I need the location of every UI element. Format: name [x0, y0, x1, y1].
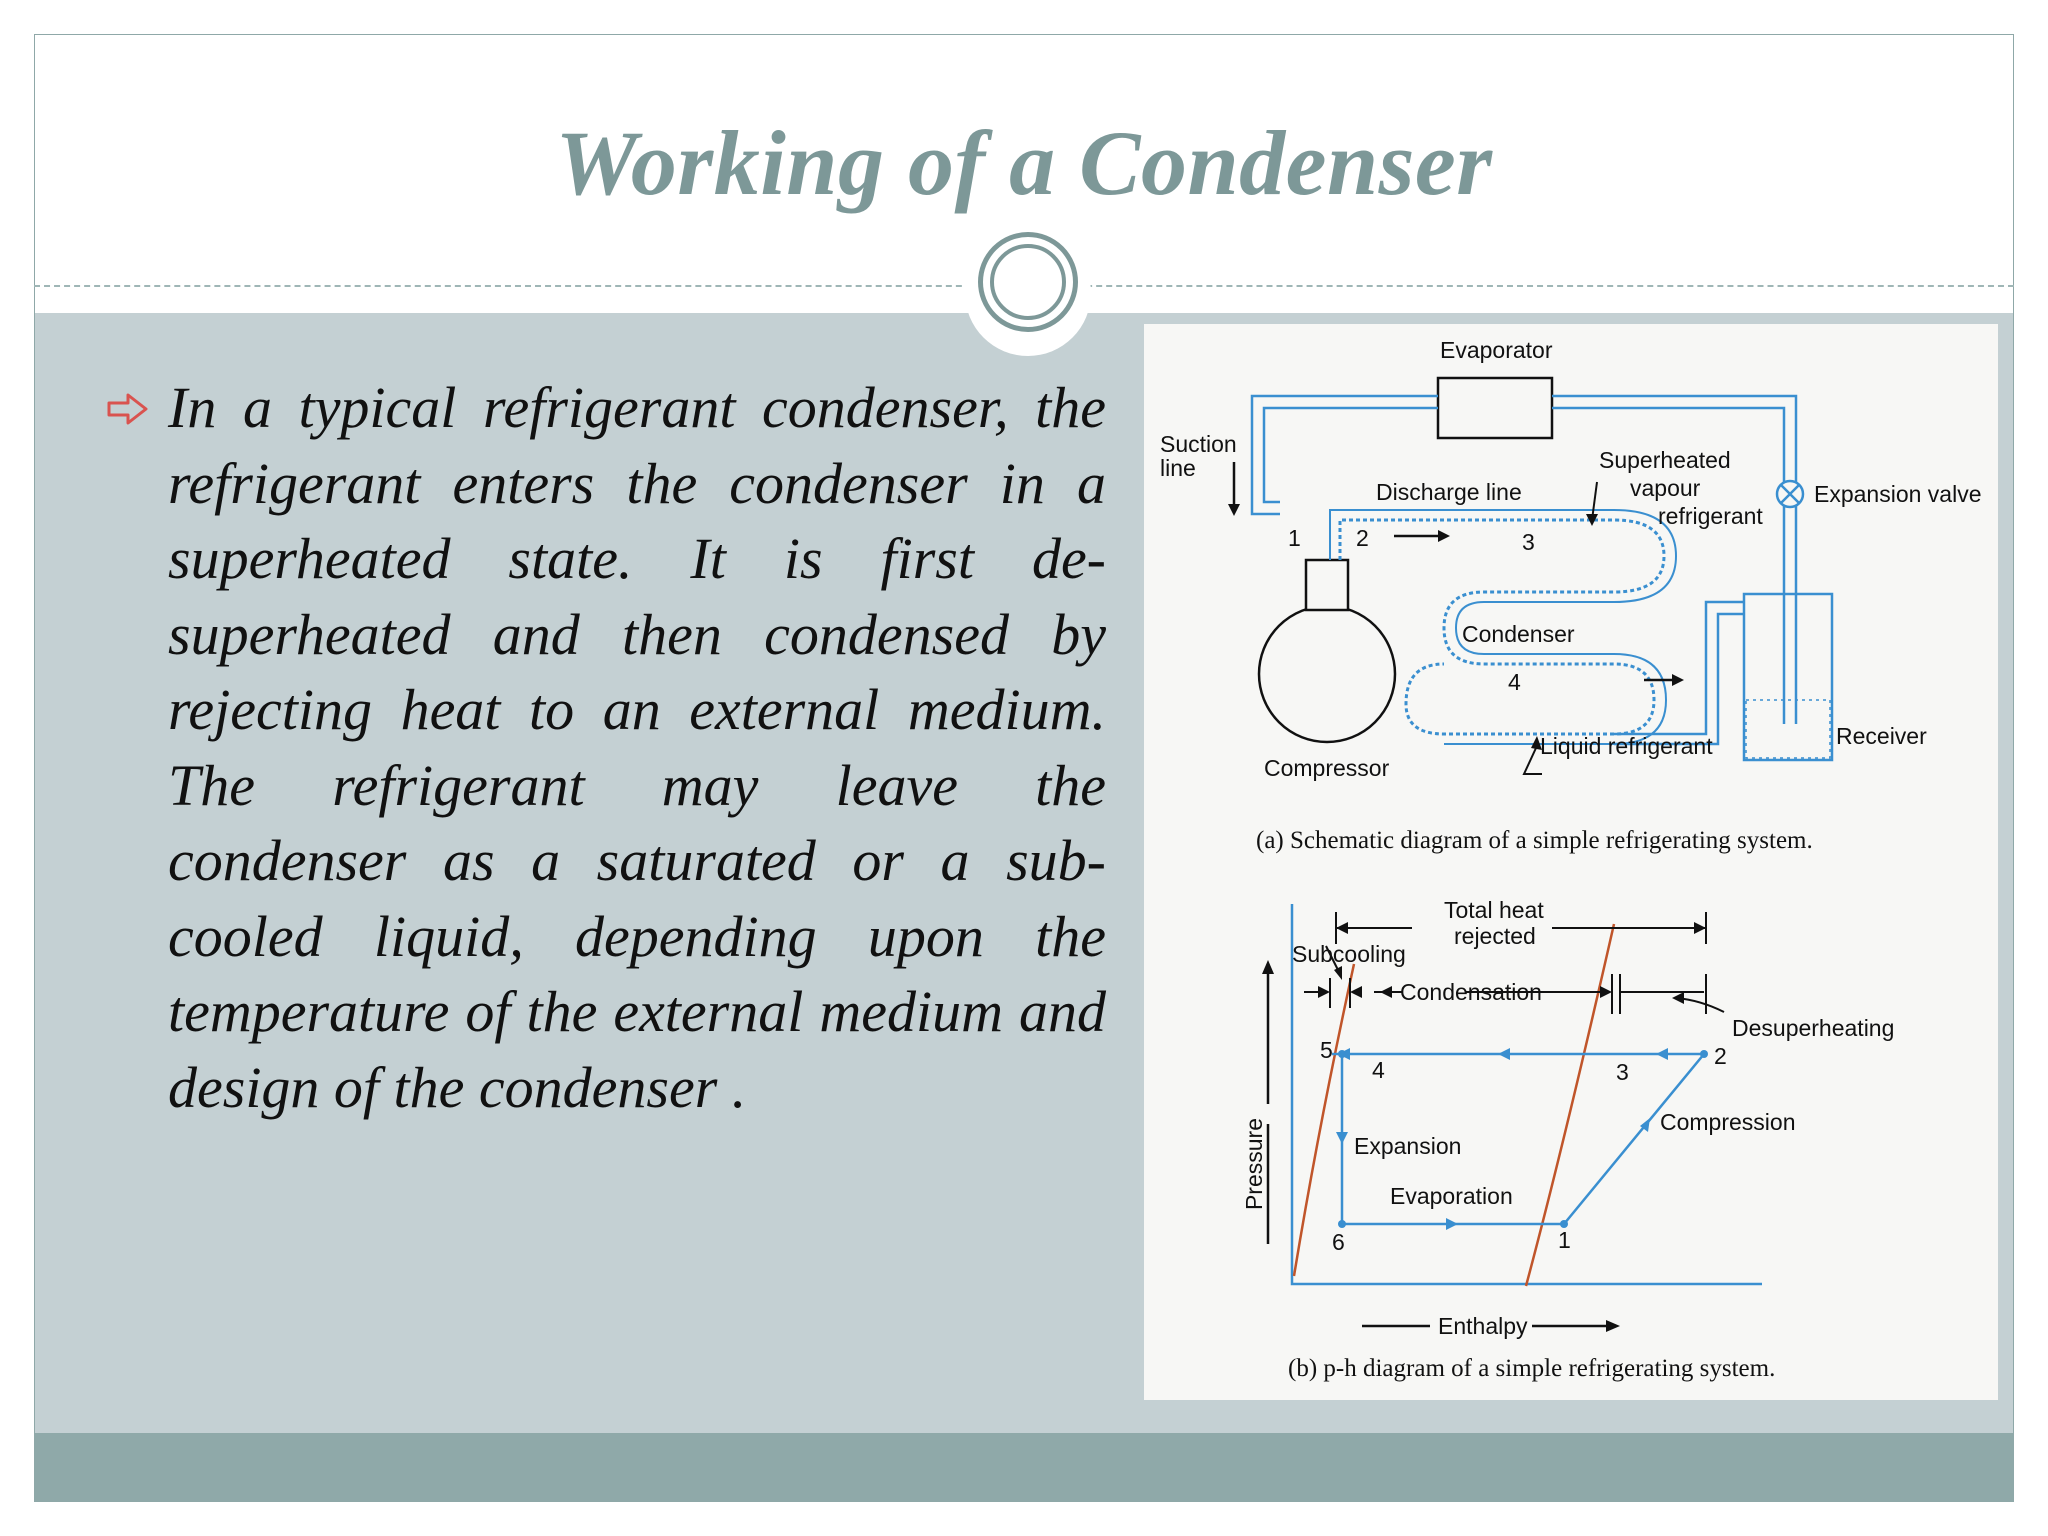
evaporator-label: Evaporator — [1440, 337, 1553, 363]
liquid-refrigerant-label: Liquid refrigerant — [1540, 733, 1713, 759]
pressure-axis-label: Pressure — [1241, 1118, 1267, 1210]
ph-point-4: 4 — [1372, 1057, 1385, 1083]
receiver-label: Receiver — [1836, 723, 1927, 749]
total-heat-label-2: rejected — [1454, 923, 1536, 949]
compressor-label: Compressor — [1264, 755, 1390, 781]
ph-point-6: 6 — [1332, 1229, 1345, 1255]
enthalpy-axis-label: Enthalpy — [1438, 1313, 1528, 1339]
circle-ornament-inner-icon — [990, 244, 1066, 320]
schematic-point-2: 2 — [1356, 525, 1369, 551]
superheated-label-2: vapour — [1630, 475, 1701, 501]
evaporation-label: Evaporation — [1390, 1183, 1513, 1209]
compressor-shape — [1257, 604, 1397, 744]
schematic-point-3: 3 — [1522, 529, 1535, 555]
suction-line-label-2: line — [1160, 455, 1196, 481]
expansion-label: Expansion — [1354, 1133, 1461, 1159]
caption-a: (a) Schematic diagram of a simple refrig… — [1256, 827, 1813, 854]
ph-point-3: 3 — [1616, 1059, 1629, 1085]
subcooling-label: Subcooling — [1292, 941, 1406, 967]
arrow-bullet-icon — [107, 393, 148, 425]
footer-bar — [35, 1433, 2013, 1501]
compression-label: Compression — [1660, 1109, 1796, 1135]
superheated-label-3: refrigerant — [1658, 503, 1763, 529]
condenser-label: Condenser — [1462, 621, 1575, 647]
ph-point-5: 5 — [1320, 1037, 1333, 1063]
slide-title: Working of a Condenser — [555, 112, 1493, 214]
suction-line-label-1: Suction — [1160, 431, 1237, 457]
receiver-tank — [1742, 592, 1834, 762]
body-paragraph: In a typical refrigerant condenser, the … — [168, 375, 1106, 1120]
discharge-line-label: Discharge line — [1376, 479, 1522, 505]
ph-point-2: 2 — [1714, 1043, 1727, 1069]
condensation-label: Condensation — [1400, 979, 1542, 1005]
caption-b: (b) p-h diagram of a simple refrigeratin… — [1288, 1355, 1775, 1382]
refrigeration-figure: Evaporator Suction line Discharge line S… — [1144, 324, 1998, 1400]
total-heat-label-1: Total heat — [1444, 897, 1544, 923]
schematic-point-4: 4 — [1508, 669, 1521, 695]
desuperheating-label: Desuperheating — [1732, 1015, 1894, 1041]
refrigeration-diagram: Evaporator Suction line Discharge line S… — [1160, 337, 1982, 1382]
condenser-coil — [1338, 518, 1666, 736]
superheated-label-1: Superheated — [1599, 447, 1731, 473]
expansion-valve-label: Expansion valve — [1814, 481, 1982, 507]
evaporator-box — [1436, 376, 1554, 440]
ph-point-1: 1 — [1558, 1227, 1571, 1253]
schematic-point-1: 1 — [1288, 525, 1301, 551]
